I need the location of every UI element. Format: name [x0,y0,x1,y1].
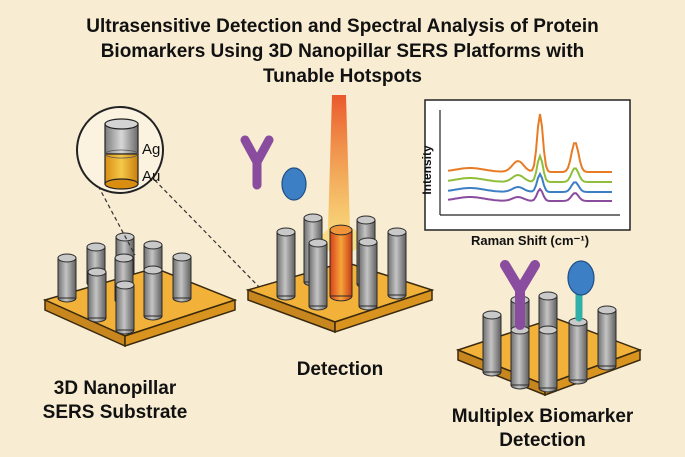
nanopillar [358,237,378,311]
nanopillar [57,253,77,303]
figure-title-line-1: Ultrasensitive Detection and Spectral An… [86,16,599,37]
bound-antibody-icon [500,260,540,330]
substrate-label-line-2: SERS Substrate [42,402,188,423]
nanopillar [510,325,530,390]
nanopillar [143,265,163,321]
substrate-label-line-1: 3D Nanopillar [53,378,177,399]
nanopillar [115,280,135,335]
detection-label: Detection [296,359,384,380]
nanopillar [308,238,328,311]
x-axis-label: Raman Shift (cm⁻¹) [471,233,589,248]
spectrum-line [447,113,612,173]
nanopillar [568,317,588,385]
antigen-icon [281,167,307,201]
inset-pointer-line [94,179,136,256]
bound-antigen-icon [567,260,595,322]
nanopillars-left [57,232,192,335]
multiplex-label-line-2: Detection [499,430,586,451]
nanopillar [329,224,353,302]
spectra-lines [447,113,612,202]
figure-title-line-3: Tunable Hotspots [262,66,423,87]
multiplex-label-line-1: Multiplex Biomarker [451,406,634,427]
au-label: Au [142,168,160,185]
nanopillars-center [276,213,407,311]
ag-au-inset: Ag Au [76,106,164,194]
antibody-icon [240,135,274,190]
inset-pointer-line [139,164,263,291]
nanopillar [172,252,192,303]
spectrum-line [447,171,612,193]
spectrum-line [447,152,612,183]
nanopillar [482,310,502,377]
nanopillar [87,267,107,323]
ag-label: Ag [142,141,160,158]
y-axis-label: Intensity [420,145,434,195]
nanopillar [538,325,558,393]
nanopillar [276,227,296,301]
spectrum-line [447,187,612,202]
figure-title-line-2: Biomarkers Using 3D Nanopillar SERS Plat… [100,41,585,62]
nanopillar [387,227,407,300]
laser-beam [328,95,350,230]
nanopillar [597,305,617,371]
raman-spectrum-panel: Intensity Raman Shift (cm⁻¹) [420,99,631,248]
